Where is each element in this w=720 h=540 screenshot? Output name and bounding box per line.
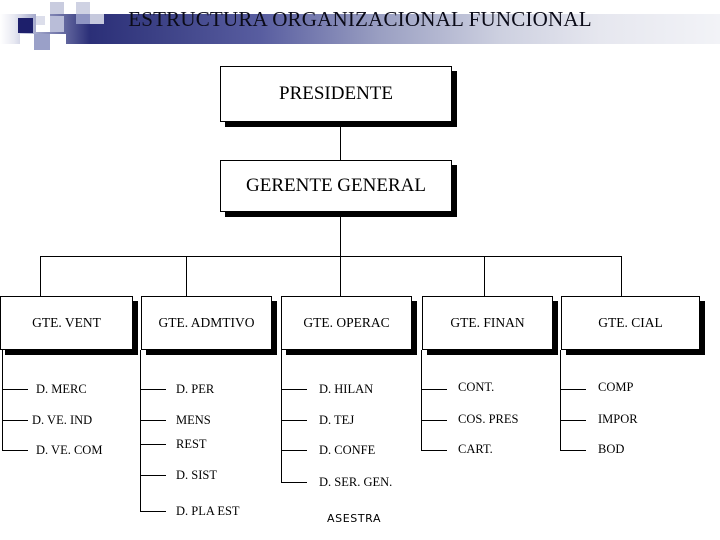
connector-bus-to-gte-admtivo <box>186 256 187 296</box>
dept-tick-rest <box>140 444 166 445</box>
dept-tick-comp <box>560 389 586 390</box>
connector-bus-to-gte-cial <box>621 256 622 296</box>
connector-gerente-to-bus <box>340 212 341 256</box>
deco-square-top-4 <box>76 14 90 24</box>
node-gte-admtivo-label: GTE. ADMTIVO <box>158 315 255 330</box>
dept-tick-d-ve-com <box>2 450 28 451</box>
dept-label-cart: CART. <box>458 442 493 456</box>
dept-label-comp: COMP <box>598 380 634 394</box>
dept-spine-gte-operac <box>281 350 282 482</box>
deco-square-top-5 <box>90 14 104 24</box>
dept-tick-mens <box>140 420 166 421</box>
node-gerente-general-label: GERENTE GENERAL <box>246 175 426 196</box>
dept-label-d-hilan: D. HILAN <box>319 382 374 396</box>
dept-tick-d-hilan <box>281 389 307 390</box>
dept-label-d-ser-gen: D. SER. GEN. <box>319 475 393 489</box>
dept-tick-d-per <box>140 389 166 390</box>
connector-bus-to-gte-vent <box>40 256 41 296</box>
banner-gradient-bar <box>0 14 720 44</box>
dept-tick-d-ser-gen <box>281 482 307 483</box>
deco-square-top-3 <box>90 2 104 14</box>
dept-label-d-merc: D. MERC <box>36 382 87 396</box>
deco-square-top-1 <box>64 2 76 14</box>
dept-label-d-tej: D. TEJ <box>319 413 355 427</box>
connector-presidente-to-gerente <box>340 122 341 160</box>
deco-square-mid-3 <box>34 34 50 50</box>
dept-spine-gte-cial <box>560 350 561 450</box>
node-gte-vent[interactable]: GTE. VENT <box>0 296 133 350</box>
deco-square-mid-1 <box>36 16 45 25</box>
node-gte-operac[interactable]: GTE. OPERAC <box>281 296 412 350</box>
deco-square-top-2 <box>76 2 90 14</box>
dept-label-d-pla-est: D. PLA EST <box>176 504 240 518</box>
node-presidente[interactable]: PRESIDENTE <box>220 66 452 122</box>
dept-tick-d-tej <box>281 420 307 421</box>
dept-spine-gte-finan <box>421 350 422 450</box>
dept-tick-d-sist <box>140 475 166 476</box>
manager-bus-horizontal <box>40 256 622 257</box>
page-title: ESTRUCTURA ORGANIZACIONAL FUNCIONAL <box>128 7 592 31</box>
dept-spine-gte-vent <box>2 350 3 450</box>
connector-bus-to-gte-operac <box>340 256 341 296</box>
dept-tick-impor <box>560 420 586 421</box>
dept-label-d-sist: D. SIST <box>176 468 217 482</box>
dept-tick-d-pla-est <box>140 511 166 512</box>
deco-square-light-2 <box>50 2 64 14</box>
deco-square-mid-4 <box>50 34 66 50</box>
node-gte-cial-label: GTE. CIAL <box>598 315 663 330</box>
dept-tick-d-ve-ind <box>2 420 28 421</box>
node-presidente-label: PRESIDENTE <box>279 83 393 104</box>
header-banner: ESTRUCTURA ORGANIZACIONAL FUNCIONAL <box>0 0 720 58</box>
dept-label-impor: IMPOR <box>598 412 638 426</box>
dept-tick-d-confe <box>281 450 307 451</box>
deco-square-pale-2 <box>50 16 64 32</box>
dept-label-bod: BOD <box>598 442 625 456</box>
connector-bus-to-gte-finan <box>484 256 485 296</box>
dept-label-mens: MENS <box>176 413 211 427</box>
node-gte-admtivo[interactable]: GTE. ADMTIVO <box>141 296 272 350</box>
dept-label-rest: REST <box>176 437 207 451</box>
deco-square-navy <box>18 18 33 33</box>
node-gte-cial[interactable]: GTE. CIAL <box>561 296 700 350</box>
deco-square-light-1 <box>36 2 50 16</box>
dept-tick-bod <box>560 450 586 451</box>
dept-label-d-ve-ind: D. VE. IND <box>32 413 93 427</box>
dept-tick-cos-pres <box>421 420 447 421</box>
asestra-note: ASESTRA <box>327 512 382 525</box>
deco-square-mid-2 <box>20 34 34 50</box>
dept-label-cont: CONT. <box>458 380 495 394</box>
dept-tick-cart <box>421 450 447 451</box>
dept-tick-cont <box>421 389 447 390</box>
dept-label-d-ve-com: D. VE. COM <box>36 443 103 457</box>
dept-tick-d-merc <box>2 389 28 390</box>
node-gte-operac-label: GTE. OPERAC <box>303 315 390 330</box>
node-gte-vent-label: GTE. VENT <box>32 315 101 330</box>
dept-label-d-per: D. PER <box>176 382 215 396</box>
node-gte-finan[interactable]: GTE. FINAN <box>422 296 553 350</box>
node-gerente-general[interactable]: GERENTE GENERAL <box>220 160 452 212</box>
dept-label-cos-pres: COS. PRES <box>458 412 519 426</box>
dept-spine-gte-admtivo <box>140 350 141 511</box>
dept-label-d-confe: D. CONFE <box>319 443 376 457</box>
node-gte-finan-label: GTE. FINAN <box>450 315 525 330</box>
